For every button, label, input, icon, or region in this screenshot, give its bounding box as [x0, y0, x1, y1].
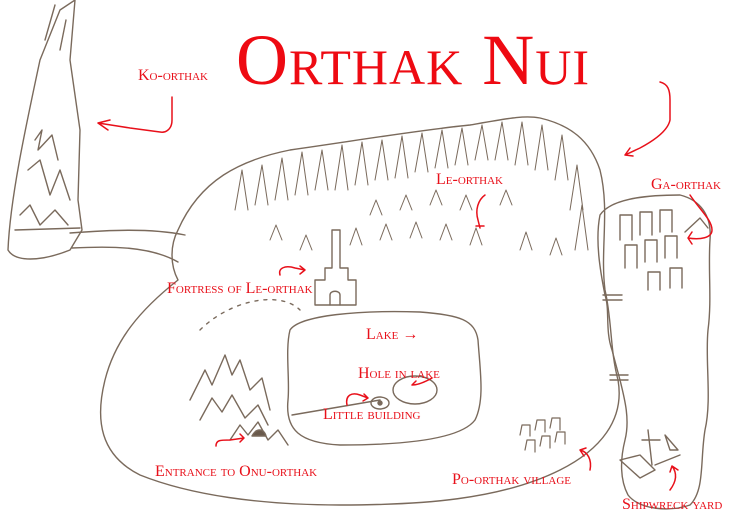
label-shipwreck-yard: Shipwreck yard	[622, 496, 723, 513]
shipwreck-drawing	[619, 429, 681, 479]
po-orthak-huts	[519, 417, 566, 453]
arrow-little-building	[345, 393, 369, 406]
hole-in-lake	[392, 375, 438, 405]
channel-bridges	[602, 294, 629, 381]
label-little-building: Little building	[323, 406, 421, 423]
label-po-orthak-village: Po-orthak village	[452, 471, 571, 488]
inner-field-outline	[199, 298, 301, 331]
mountain-forest-hatching	[234, 121, 589, 256]
bridge-to-ko-orthak	[69, 229, 186, 263]
label-hole-in-lake: Hole in lake	[358, 365, 440, 382]
label-ko-orthak: Ko-orthak	[138, 67, 208, 84]
arrow-le-orthak	[475, 194, 486, 229]
arrow-hole-in-lake	[411, 377, 433, 386]
arrow-po-orthak	[579, 447, 592, 471]
label-entrance-to-onu-orthak: Entrance to Onu-orthak	[155, 463, 318, 480]
little-building-drawing	[370, 396, 390, 410]
label-fortress-of-le-orthak: Fortress of Le-orthak	[167, 280, 313, 297]
onu-orthak-mountains	[189, 354, 289, 446]
arrow-ga-orthak-main	[624, 81, 671, 157]
arrow-ko-orthak	[97, 96, 173, 133]
map-title: Orthak Nui	[236, 20, 590, 100]
main-island	[99, 116, 620, 506]
label-ga-orthak: Ga-orthak	[651, 176, 721, 193]
cave-entrance	[251, 429, 267, 437]
arrow-shipwreck	[669, 465, 679, 491]
label-lake: Lake →	[366, 326, 419, 343]
ga-orthak-isle	[597, 194, 711, 510]
arrow-fortress	[278, 265, 306, 276]
ko-orthak-spire	[7, 0, 83, 260]
fortress-drawing	[314, 229, 357, 306]
arrow-entrance	[215, 433, 245, 447]
arrow-ga-orthak	[687, 194, 713, 245]
label-le-orthak: Le-orthak	[436, 171, 503, 188]
